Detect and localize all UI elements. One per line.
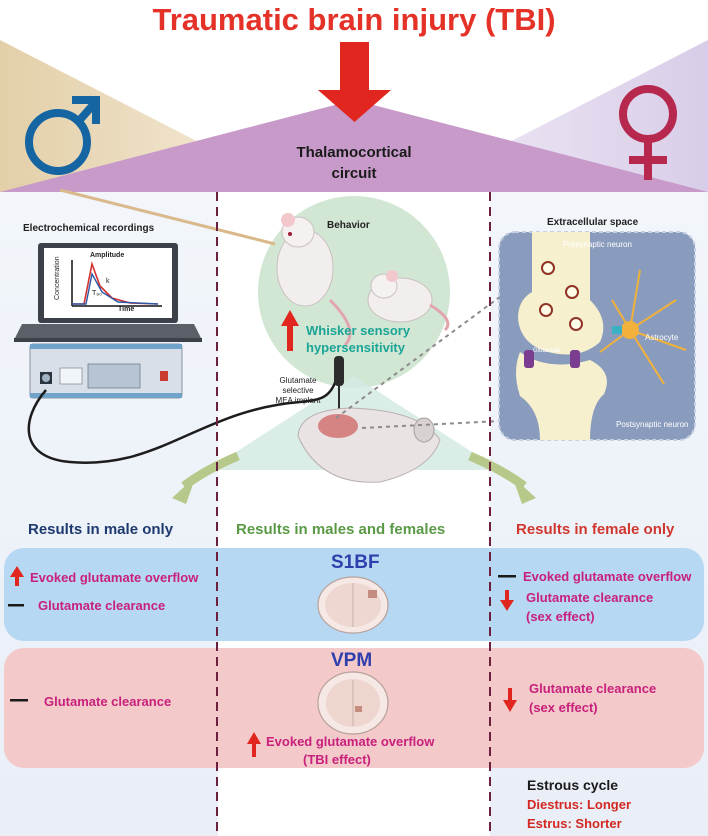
mouse-crouching-icon — [367, 270, 450, 332]
graph-amplitude-label: Amplitude — [90, 252, 125, 259]
right-green-arrow — [468, 451, 536, 504]
graph-k-label: k — [106, 278, 110, 285]
s1bf-female-clear-2: (sex effect) — [526, 609, 595, 624]
s1bf-male-evoked: Evoked glutamate overflow — [30, 570, 199, 585]
female-vpm-down-arrow — [503, 688, 517, 712]
vpm-male-clear: Glutamate clearance — [44, 694, 172, 709]
glutamate-label: Glutamate — [533, 348, 561, 354]
zoom-line-upper — [335, 281, 521, 419]
male-evoked-up-arrow — [10, 566, 24, 586]
behavior-label: Behavior — [327, 220, 370, 231]
graph-ylabel: Concentration — [54, 256, 61, 300]
thalamocortical-line1: Thalamocortical — [296, 144, 412, 161]
vpm-label: VPM — [331, 650, 373, 671]
behavior-text: Whisker sensory hypersensitivity — [306, 322, 410, 356]
postsynaptic-neuron-icon — [516, 350, 607, 440]
results-male-header: Results in male only — [28, 521, 174, 538]
female-evoked-dash — [498, 575, 516, 578]
left-green-arrow — [172, 451, 240, 504]
thalamocortical-line2: circuit — [331, 165, 377, 182]
vpm-both-evoked-2: (TBI effect) — [303, 752, 371, 767]
recording-unit-icon — [29, 343, 183, 399]
vpm-female-clear-2: (sex effect) — [529, 700, 598, 715]
estrous-title: Estrous cycle — [527, 777, 619, 793]
vpm-brain-section-icon — [317, 671, 389, 735]
electrode-wire — [59, 188, 276, 246]
astrocyte-label: Astrocyte — [645, 333, 679, 342]
astrocyte-icon — [599, 269, 687, 385]
female-symbol-icon — [619, 85, 677, 180]
female-clear-down-arrow — [500, 590, 514, 611]
s1bf-female-evoked: Evoked glutamate overflow — [523, 569, 692, 584]
recording-cable — [27, 379, 338, 464]
graph-xlabel: Time — [118, 306, 135, 313]
postsynaptic-label: Postsynaptic neuron — [616, 420, 689, 429]
thalamocortical-triangle — [0, 100, 708, 192]
results-female-header: Results in female only — [516, 521, 675, 538]
s1bf-brain-section-icon — [317, 576, 389, 634]
extracellular-label: Extracellular space — [547, 217, 639, 228]
laptop-icon — [14, 243, 202, 342]
presynaptic-neuron-icon — [518, 232, 604, 355]
vpm-female-clear-1: Glutamate clearance — [529, 681, 657, 696]
electrochemical-label: Electrochemical recordings — [23, 223, 155, 234]
male-symbol-icon — [25, 96, 100, 175]
amplitude-graph — [71, 260, 162, 307]
s1bf-male-clear: Glutamate clearance — [38, 598, 166, 613]
thalamocortical-label: Thalamocortical circuit — [254, 142, 454, 184]
vpm-both-evoked-1: Evoked glutamate overflow — [266, 734, 435, 749]
s1bf-label: S1BF — [331, 552, 380, 573]
mouse-standing-icon — [276, 213, 352, 347]
mea-line3: MEA implant — [275, 396, 321, 405]
zoom-line-lower — [361, 419, 521, 429]
whisker-up-arrow — [281, 310, 299, 351]
behavior-line1: Whisker sensory — [306, 323, 411, 338]
both-vpm-up-arrow — [247, 732, 261, 757]
estrous-diestrus: Diestrus: Longer — [527, 797, 632, 812]
male-clear-dash — [8, 604, 24, 607]
mea-line2: selective — [282, 386, 314, 395]
behavior-line2: hypersensitivity — [306, 340, 405, 355]
male-vpm-dash — [10, 699, 28, 702]
mea-line1: Glutamate — [279, 376, 317, 385]
mea-label: Glutamate selective MEA implant — [263, 376, 333, 406]
results-both-header: Results in males and females — [236, 521, 446, 538]
presynaptic-label: Presynaptic neuron — [563, 240, 632, 249]
estrous-estrus: Estrus: Shorter — [527, 816, 622, 831]
s1bf-female-clear-1: Glutamate clearance — [526, 590, 654, 605]
tbi-arrow — [318, 42, 391, 122]
graph-t80-label: T₈₀ — [92, 290, 103, 297]
figure-title: Traumatic brain injury (TBI) — [152, 2, 556, 37]
